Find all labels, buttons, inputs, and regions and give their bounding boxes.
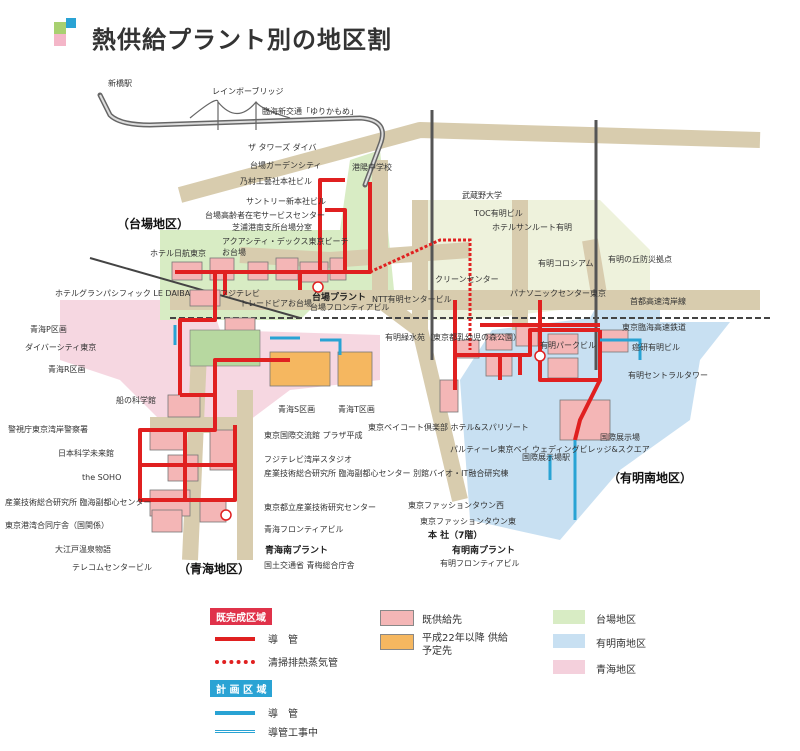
label-rainbow: レインボーブリッジ [212,86,284,96]
district-ariake: （有明南地区） [608,470,692,485]
label-ariake-hill: 有明の丘防災拠点 [608,254,672,264]
label-miraikan: 日本科学未来館 [58,448,114,458]
legend-steam-label: 清掃排熱蒸気管 [268,658,338,669]
label-divercity: ダイバーシティ東京 [25,342,96,352]
page-title: 熱供給プラント別の地区割 [92,26,392,54]
title-square-green [54,22,66,34]
label-fujitv-studio: フジテレビ湾岸スタジオ [264,454,352,464]
label-aist-center: 産業技術総合研究所 臨海副都心センター [5,497,152,507]
legend-plan-pipe-swatch [215,711,255,715]
label-panasonic: パナソニックセンター東京 [510,288,606,298]
label-tiec: 東京国際交流館 プラザ平成 [264,430,363,440]
label-yurikamome: 臨海新交通「ゆりかもめ」 [262,106,358,116]
legend-pipe-label: 導 管 [268,635,298,646]
legend-plan-construction-swatch [215,730,255,734]
label-aomi-t: 青海T区画 [338,404,375,414]
label-fashion-east: 東京ファッションタウン東 [420,516,516,526]
planned-supply-buildings [269,351,373,387]
label-fashion-west: 東京ファッションタウン西 [408,500,504,510]
legend-daiba-label: 台場地区 [596,615,636,626]
district-map: （台場地区） （青海地区） （有明南地区） 台場プラント 青海南プラント 有明南… [5,78,770,576]
steam-pipe [369,238,472,350]
label-suntory: サントリー新本社ビル [246,196,326,206]
label-sunroute: ホテルサンルート有明 [492,222,572,232]
label-school: 港陽中学校 [352,162,392,172]
label-ariake-hospital: 有明緑水苑（東京都乳幼児の森公園） [385,332,521,342]
label-big-sight-bldg: 国際展示場 [600,432,640,442]
legend-planned-label: 平成22年以降 供給予定先 [422,633,508,657]
label-aomi-r: 青海R区画 [48,364,86,374]
legend-steam-swatch [215,660,255,664]
label-coast-guard: 警視庁東京湾岸警察署 [8,424,88,434]
label-soho: the SOHO [82,473,121,482]
label-hotel-nikko: ホテル日航東京 [150,248,206,258]
label-port-office: 東京港湾合同庁舎（国関係） [5,520,109,530]
label-aomi-s: 青海S区画 [278,404,315,414]
label-ariake-frontier: 有明フロンティアビル [440,558,520,568]
label-telecom: テレコムセンタービル [72,563,152,572]
label-toc: TOC有明ビル [473,208,523,218]
legend-completed-head: 既完成区域 [210,608,272,625]
label-nomura: 乃村工藝社本社ビル [240,176,312,186]
label-aomi-p: 青海P区画 [30,324,67,334]
legend-existing-swatch [380,610,414,626]
label-garden-city: 台場ガーデンシティ [250,160,322,170]
label-trade-pier: トレードピアお台場 [240,298,312,308]
label-kenken: 癌研有明ビル [632,342,680,352]
yurikamome-line-inner [99,94,384,186]
label-daiba-frontier: 台場フロンティアビル [310,302,390,312]
legend-plan-construction-label: 導管工事中 [268,728,318,739]
label-aqua-sub: お台場 [222,247,246,257]
legend-existing-label: 既供給先 [422,615,462,626]
legend-aomi-swatch [553,660,585,674]
label-ariake-central: 有明セントラルタワー [628,370,708,380]
label-aqua: アクアシティ・デックス東京ビーチ [222,236,349,246]
label-ariake-park: 有明パークビル [540,340,596,350]
legend-daiba-swatch [553,610,585,624]
label-shibaura: 芝浦港南支所台場分室 [232,222,312,232]
label-rinkai: 東京臨海高速鉄道 [622,322,686,332]
label-palette: パルティーレ東京ベイ ウェディングビレッジ&スクエア [450,444,650,454]
title-square-pink [54,34,66,46]
label-aomi-frontier: 青海フロンティアビル [264,524,344,534]
label-oedo: 大江戸温泉物語 [55,544,111,554]
district-daiba: （台場地区） [117,216,189,231]
plant-ariake: 有明南プラント [452,544,515,556]
legend-aomi-label: 青海地区 [596,665,636,676]
title-square-blue [66,18,76,28]
label-expressway: 首都高速湾岸線 [630,296,686,306]
label-hq: 本 社（7階） [428,529,482,541]
label-grand-pacific: ホテルグランパシフィック LE DAIBA [55,288,191,298]
label-big-sight: 国際展示場駅 [522,452,570,462]
label-ntt: NTT有明センタービル [372,294,452,304]
legend-ariake-label: 有明南地区 [596,639,646,650]
plant-markers [220,281,546,521]
label-towers: ザ タワーズ ダイバ [248,142,317,152]
label-ship-museum: 船の科学館 [116,395,156,405]
legend-pipe-swatch [215,637,255,641]
label-clean-center: クリーンセンター [435,275,499,284]
legend-planned-swatch [380,634,414,650]
pipes-planned [173,325,642,520]
district-aomi: （青海地区） [178,561,250,576]
label-musashino: 武蔵野大学 [462,190,502,200]
label-mlit: 国土交通省 青梅総合庁舎 [264,560,355,570]
label-colosseum: 有明コロシアム [538,258,593,268]
label-aist-bio: 産業技術総合研究所 臨海副都心センター 別館バイオ・IT融合研究棟 [264,468,508,478]
legend-plan-pipe-label: 導 管 [268,709,298,720]
label-metro-research: 東京都立産業技術研究センター [264,502,376,512]
plant-daiba: 台場プラント [312,291,366,303]
label-shinbashi: 新橋駅 [108,78,132,88]
legend-planned-head: 計 画 区 域 [210,680,273,697]
rainbow-bridge [189,99,291,130]
label-fujitv: フジテレビ [220,289,260,298]
label-elderly: 台場高齢者在宅サービスセンター [205,210,325,220]
legend-ariake-swatch [553,634,585,648]
label-bay-court: 東京ベイコート倶楽部 ホテル&スパリゾート [368,422,529,432]
plant-aomi: 青海南プラント [265,544,328,556]
